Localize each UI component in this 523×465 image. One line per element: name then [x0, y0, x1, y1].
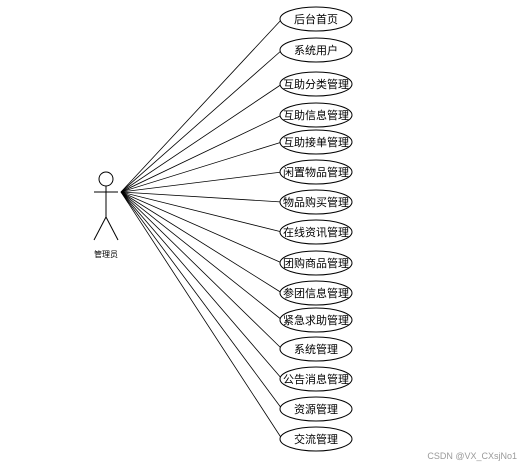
- use-case-ellipse: [279, 396, 353, 422]
- association-line: [120, 83, 283, 193]
- use-case: 闲置物品管理: [279, 159, 353, 185]
- use-case-label: 系统用户: [294, 43, 338, 57]
- use-case: 紧急求助管理: [279, 307, 353, 333]
- use-case-ellipse: [279, 250, 353, 276]
- actor-right-leg: [105, 216, 119, 241]
- use-case-ellipse: [279, 219, 353, 245]
- use-cases: 后台首页系统用户互助分类管理互助信息管理互助接单管理闲置物品管理物品购买管理在线…: [279, 6, 353, 452]
- use-case: 团购商品管理: [279, 250, 353, 276]
- association-line: [120, 191, 283, 380]
- association-line: [120, 191, 283, 321]
- use-case: 物品购买管理: [279, 189, 353, 215]
- association-line: [120, 49, 283, 193]
- association-line: [120, 114, 283, 193]
- association-lines: [120, 18, 283, 440]
- use-case-label: 闲置物品管理: [283, 165, 349, 179]
- use-case-ellipse: [279, 129, 353, 155]
- use-case-label: 物品购买管理: [283, 195, 349, 209]
- use-case: 系统管理: [279, 336, 353, 362]
- actor-admin: 管理员: [93, 171, 119, 259]
- association-line: [120, 191, 283, 294]
- watermark: CSDN @VX_CXsjNo1: [427, 451, 517, 461]
- use-case-ellipse: [279, 159, 353, 185]
- use-case-label: 紧急求助管理: [283, 313, 349, 327]
- use-case-ellipse: [279, 189, 353, 215]
- association-line: [120, 18, 283, 193]
- use-case-ellipse: [279, 71, 353, 97]
- association-line: [120, 191, 283, 233]
- association-line: [120, 191, 283, 203]
- use-case-ellipse: [279, 37, 353, 63]
- use-case: 交流管理: [279, 426, 353, 452]
- use-case: 互助信息管理: [279, 102, 353, 128]
- use-case-label: 交流管理: [294, 432, 338, 446]
- actor-left-leg: [93, 216, 107, 241]
- use-case-ellipse: [279, 426, 353, 452]
- association-line: [120, 191, 283, 264]
- association-line: [120, 191, 283, 410]
- use-case-label: 团购商品管理: [283, 256, 349, 270]
- use-case-label: 在线资讯管理: [283, 225, 349, 239]
- use-case-label: 互助分类管理: [283, 77, 349, 91]
- use-case-ellipse: [279, 336, 353, 362]
- use-case-label: 公告消息管理: [283, 372, 349, 386]
- association-line: [120, 191, 283, 350]
- use-case: 在线资讯管理: [279, 219, 353, 245]
- use-case-label: 后台首页: [294, 12, 338, 26]
- use-case-ellipse: [279, 366, 353, 392]
- use-case: 资源管理: [279, 396, 353, 422]
- association-line: [120, 171, 283, 193]
- use-case-label: 互助接单管理: [283, 135, 349, 149]
- use-case: 公告消息管理: [279, 366, 353, 392]
- association-line: [120, 141, 283, 193]
- use-case-ellipse: [279, 6, 353, 32]
- use-case: 后台首页: [279, 6, 353, 32]
- actor-head: [98, 171, 114, 187]
- use-case: 互助分类管理: [279, 71, 353, 97]
- use-case-ellipse: [279, 102, 353, 128]
- actor-label: 管理员: [94, 249, 118, 259]
- use-case-label: 参团信息管理: [283, 286, 349, 300]
- use-case-label: 资源管理: [294, 402, 338, 416]
- use-case-ellipse: [279, 307, 353, 333]
- use-case: 参团信息管理: [279, 280, 353, 306]
- use-case: 系统用户: [279, 37, 353, 63]
- use-case: 互助接单管理: [279, 129, 353, 155]
- use-case-label: 系统管理: [294, 342, 338, 356]
- use-case-ellipse: [279, 280, 353, 306]
- association-line: [120, 191, 283, 440]
- use-case-label: 互助信息管理: [283, 108, 349, 122]
